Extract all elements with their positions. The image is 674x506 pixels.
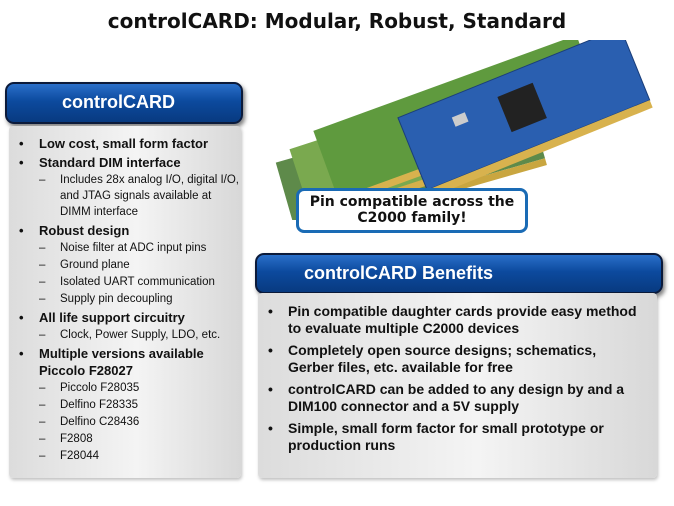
- feature-subitem-text: Noise filter at ADC input pins: [60, 242, 207, 254]
- benefits-panel: • Pin compatible daughter cards provide e…: [258, 293, 657, 478]
- feature-subitem: – Ground plane: [9, 257, 241, 273]
- controlcard-boards-image: [275, 40, 653, 220]
- feature-subitem-text: Ground plane: [60, 259, 130, 271]
- controlcard-header-label: controlCARD: [62, 92, 175, 112]
- dash-icon: –: [39, 276, 46, 288]
- feature-subitem-text: F28044: [60, 450, 100, 462]
- feature-subitem: – Piccolo F28035: [9, 380, 241, 396]
- dash-icon: –: [39, 382, 46, 394]
- benefit-item: • Pin compatible daughter cards provide e…: [258, 303, 657, 337]
- feature-subitem: – Delfino C28436: [9, 414, 241, 430]
- benefit-item: • controlCARD can be added to any design …: [258, 381, 657, 415]
- benefits-header: controlCARD Benefits: [255, 253, 663, 294]
- dash-icon: –: [39, 242, 46, 254]
- benefit-text: controlCARD can be added to any design b…: [288, 381, 625, 414]
- bullet-icon: •: [19, 223, 24, 238]
- benefits-header-label: controlCARD Benefits: [304, 263, 494, 283]
- pin-compatible-callout: Pin compatible across the C2000 family!: [296, 188, 528, 233]
- bullet-icon: •: [19, 136, 24, 151]
- dash-icon: –: [39, 329, 46, 341]
- controlcard-features-panel: • Low cost, small form factor • Standard DI…: [9, 126, 241, 478]
- feature-subitem: – Includes 28x analog I/O, digital I/O, a…: [9, 172, 241, 220]
- bullet-icon: •: [268, 342, 273, 358]
- feature-item: • Low cost, small form factor: [9, 135, 241, 152]
- benefit-text: Completely open source designs; schemati…: [288, 342, 597, 375]
- feature-item: • Robust design: [9, 222, 241, 239]
- controlcard-header: controlCARD: [5, 82, 243, 124]
- feature-subitem-text: Delfino C28436: [60, 416, 140, 428]
- bullet-icon: •: [268, 420, 273, 436]
- benefit-text: Pin compatible daughter cards provide ea…: [288, 303, 637, 336]
- feature-subitem: – F2808: [9, 431, 241, 447]
- feature-subitem-text: Includes 28x analog I/O, digital I/O, an…: [60, 174, 239, 218]
- slide-title: controlCARD: Modular, Robust, Standard: [107, 9, 567, 33]
- feature-text: Robust design: [39, 223, 130, 238]
- bullet-icon: •: [19, 310, 24, 325]
- dash-icon: –: [39, 259, 46, 271]
- bullet-icon: •: [19, 346, 24, 361]
- benefit-item: • Simple, small form factor for small pro…: [258, 420, 657, 454]
- feature-text: All life support circuitry: [39, 310, 185, 325]
- dash-icon: –: [39, 416, 46, 428]
- feature-subitem: – Noise filter at ADC input pins: [9, 240, 241, 256]
- feature-subitem: – Clock, Power Supply, LDO, etc.: [9, 327, 241, 343]
- dash-icon: –: [39, 433, 46, 445]
- feature-text: Low cost, small form factor: [39, 136, 209, 151]
- dash-icon: –: [39, 450, 46, 462]
- dash-icon: –: [39, 399, 46, 411]
- feature-list: • Low cost, small form factor • Standard DI…: [9, 135, 241, 464]
- feature-text: Multiple versions available Piccolo F280…: [39, 346, 204, 378]
- bullet-icon: •: [268, 381, 273, 397]
- feature-subitem: – Supply pin decoupling: [9, 291, 241, 307]
- bullet-icon: •: [19, 155, 24, 170]
- feature-subitem-text: Isolated UART communication: [60, 276, 215, 288]
- dash-icon: –: [39, 293, 46, 305]
- benefits-list: • Pin compatible daughter cards provide e…: [258, 303, 657, 454]
- bullet-icon: •: [268, 303, 273, 319]
- feature-text: Standard DIM interface: [39, 155, 181, 170]
- feature-subitem-text: Clock, Power Supply, LDO, etc.: [60, 329, 221, 341]
- feature-subitem: – Isolated UART communication: [9, 274, 241, 290]
- feature-item: • All life support circuitry: [9, 309, 241, 326]
- feature-subitem-text: Delfino F28335: [60, 399, 138, 411]
- feature-subitem-text: Supply pin decoupling: [60, 293, 173, 305]
- benefit-text: Simple, small form factor for small prot…: [288, 420, 604, 453]
- feature-subitem: – F28044: [9, 448, 241, 464]
- feature-subitem-text: Piccolo F28035: [60, 382, 140, 394]
- feature-subitem-text: F2808: [60, 433, 93, 445]
- benefit-item: • Completely open source designs; schemat…: [258, 342, 657, 376]
- feature-item: • Standard DIM interface: [9, 154, 241, 171]
- feature-item: • Multiple versions available Piccolo F28…: [9, 345, 241, 379]
- feature-subitem: – Delfino F28335: [9, 397, 241, 413]
- dash-icon: –: [39, 174, 46, 186]
